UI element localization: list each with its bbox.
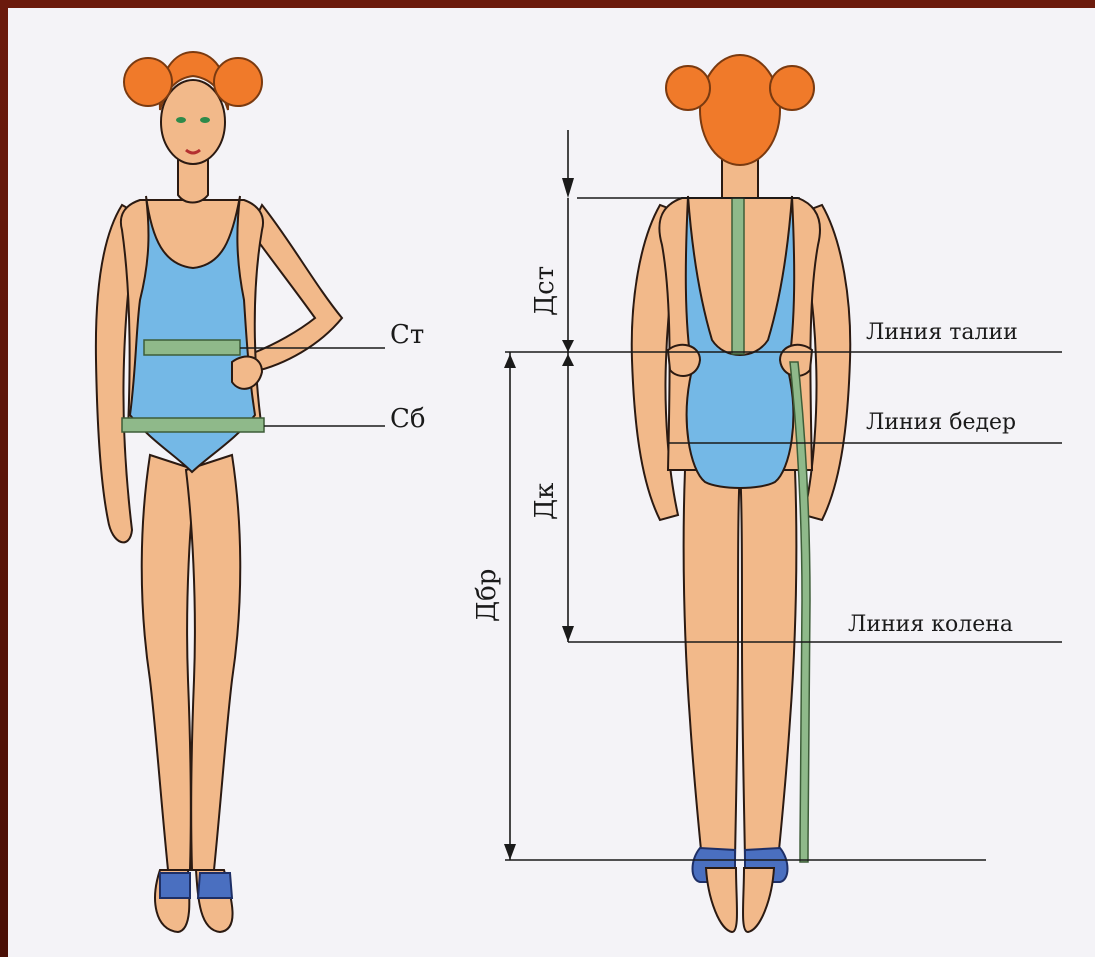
dk-arrowhead-bottom — [562, 626, 574, 642]
knee-line-label: Линия колена — [848, 614, 1013, 636]
back-figure-icon — [632, 55, 851, 932]
dst-arrowhead-top — [562, 178, 574, 198]
dst-label: Дст — [532, 266, 558, 316]
dbr-arrowhead-bottom — [504, 844, 516, 860]
front-figure-icon — [96, 52, 342, 932]
dbr-arrowhead-top — [504, 354, 516, 368]
sb-label: Сб — [390, 406, 426, 432]
waist-line-label: Линия талии — [866, 322, 1018, 344]
st-label: Ст — [390, 322, 424, 348]
dst-arrowhead-bottom — [562, 340, 574, 352]
dk-arrowhead-top — [562, 354, 574, 366]
dbr-label: Дбр — [474, 569, 500, 622]
hip-line-label: Линия бедер — [866, 412, 1016, 434]
dk-label: Дк — [532, 483, 558, 520]
